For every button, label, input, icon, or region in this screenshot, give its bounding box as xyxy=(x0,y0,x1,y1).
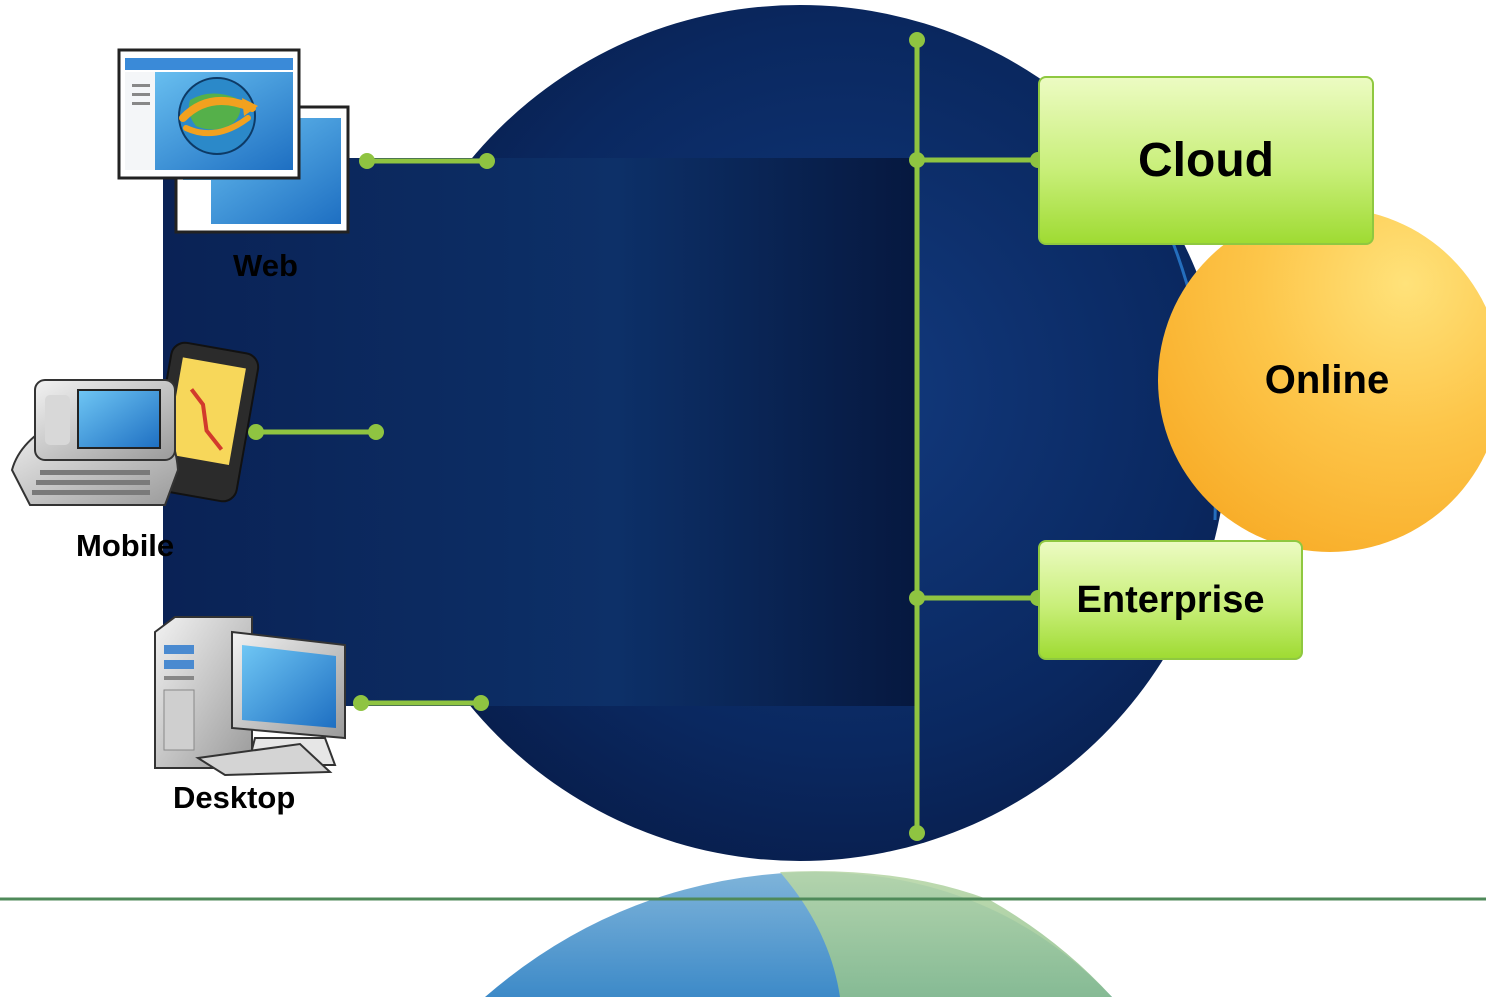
connector-cloud xyxy=(909,152,1046,168)
mobile-devices-icon xyxy=(10,341,260,506)
connector-mobile xyxy=(248,424,384,440)
enterprise-label: Enterprise xyxy=(1076,578,1265,621)
enterprise-box: Enterprise xyxy=(1038,540,1303,660)
cloud-label: Cloud xyxy=(1138,134,1274,187)
desktop-computer-icon xyxy=(154,616,346,777)
mobile-label: Mobile xyxy=(76,528,175,563)
globe-reflection xyxy=(485,871,1112,997)
desktop-label: Desktop xyxy=(173,780,296,815)
connector-web xyxy=(359,153,495,169)
online-circle: Online xyxy=(1158,208,1486,552)
online-label: Online xyxy=(1264,357,1390,402)
web-label: Web xyxy=(233,248,298,283)
web-browser-icon xyxy=(117,48,350,234)
cloud-box: Cloud xyxy=(1038,76,1374,245)
connector-bus xyxy=(909,32,925,841)
connector-desktop xyxy=(353,695,489,711)
